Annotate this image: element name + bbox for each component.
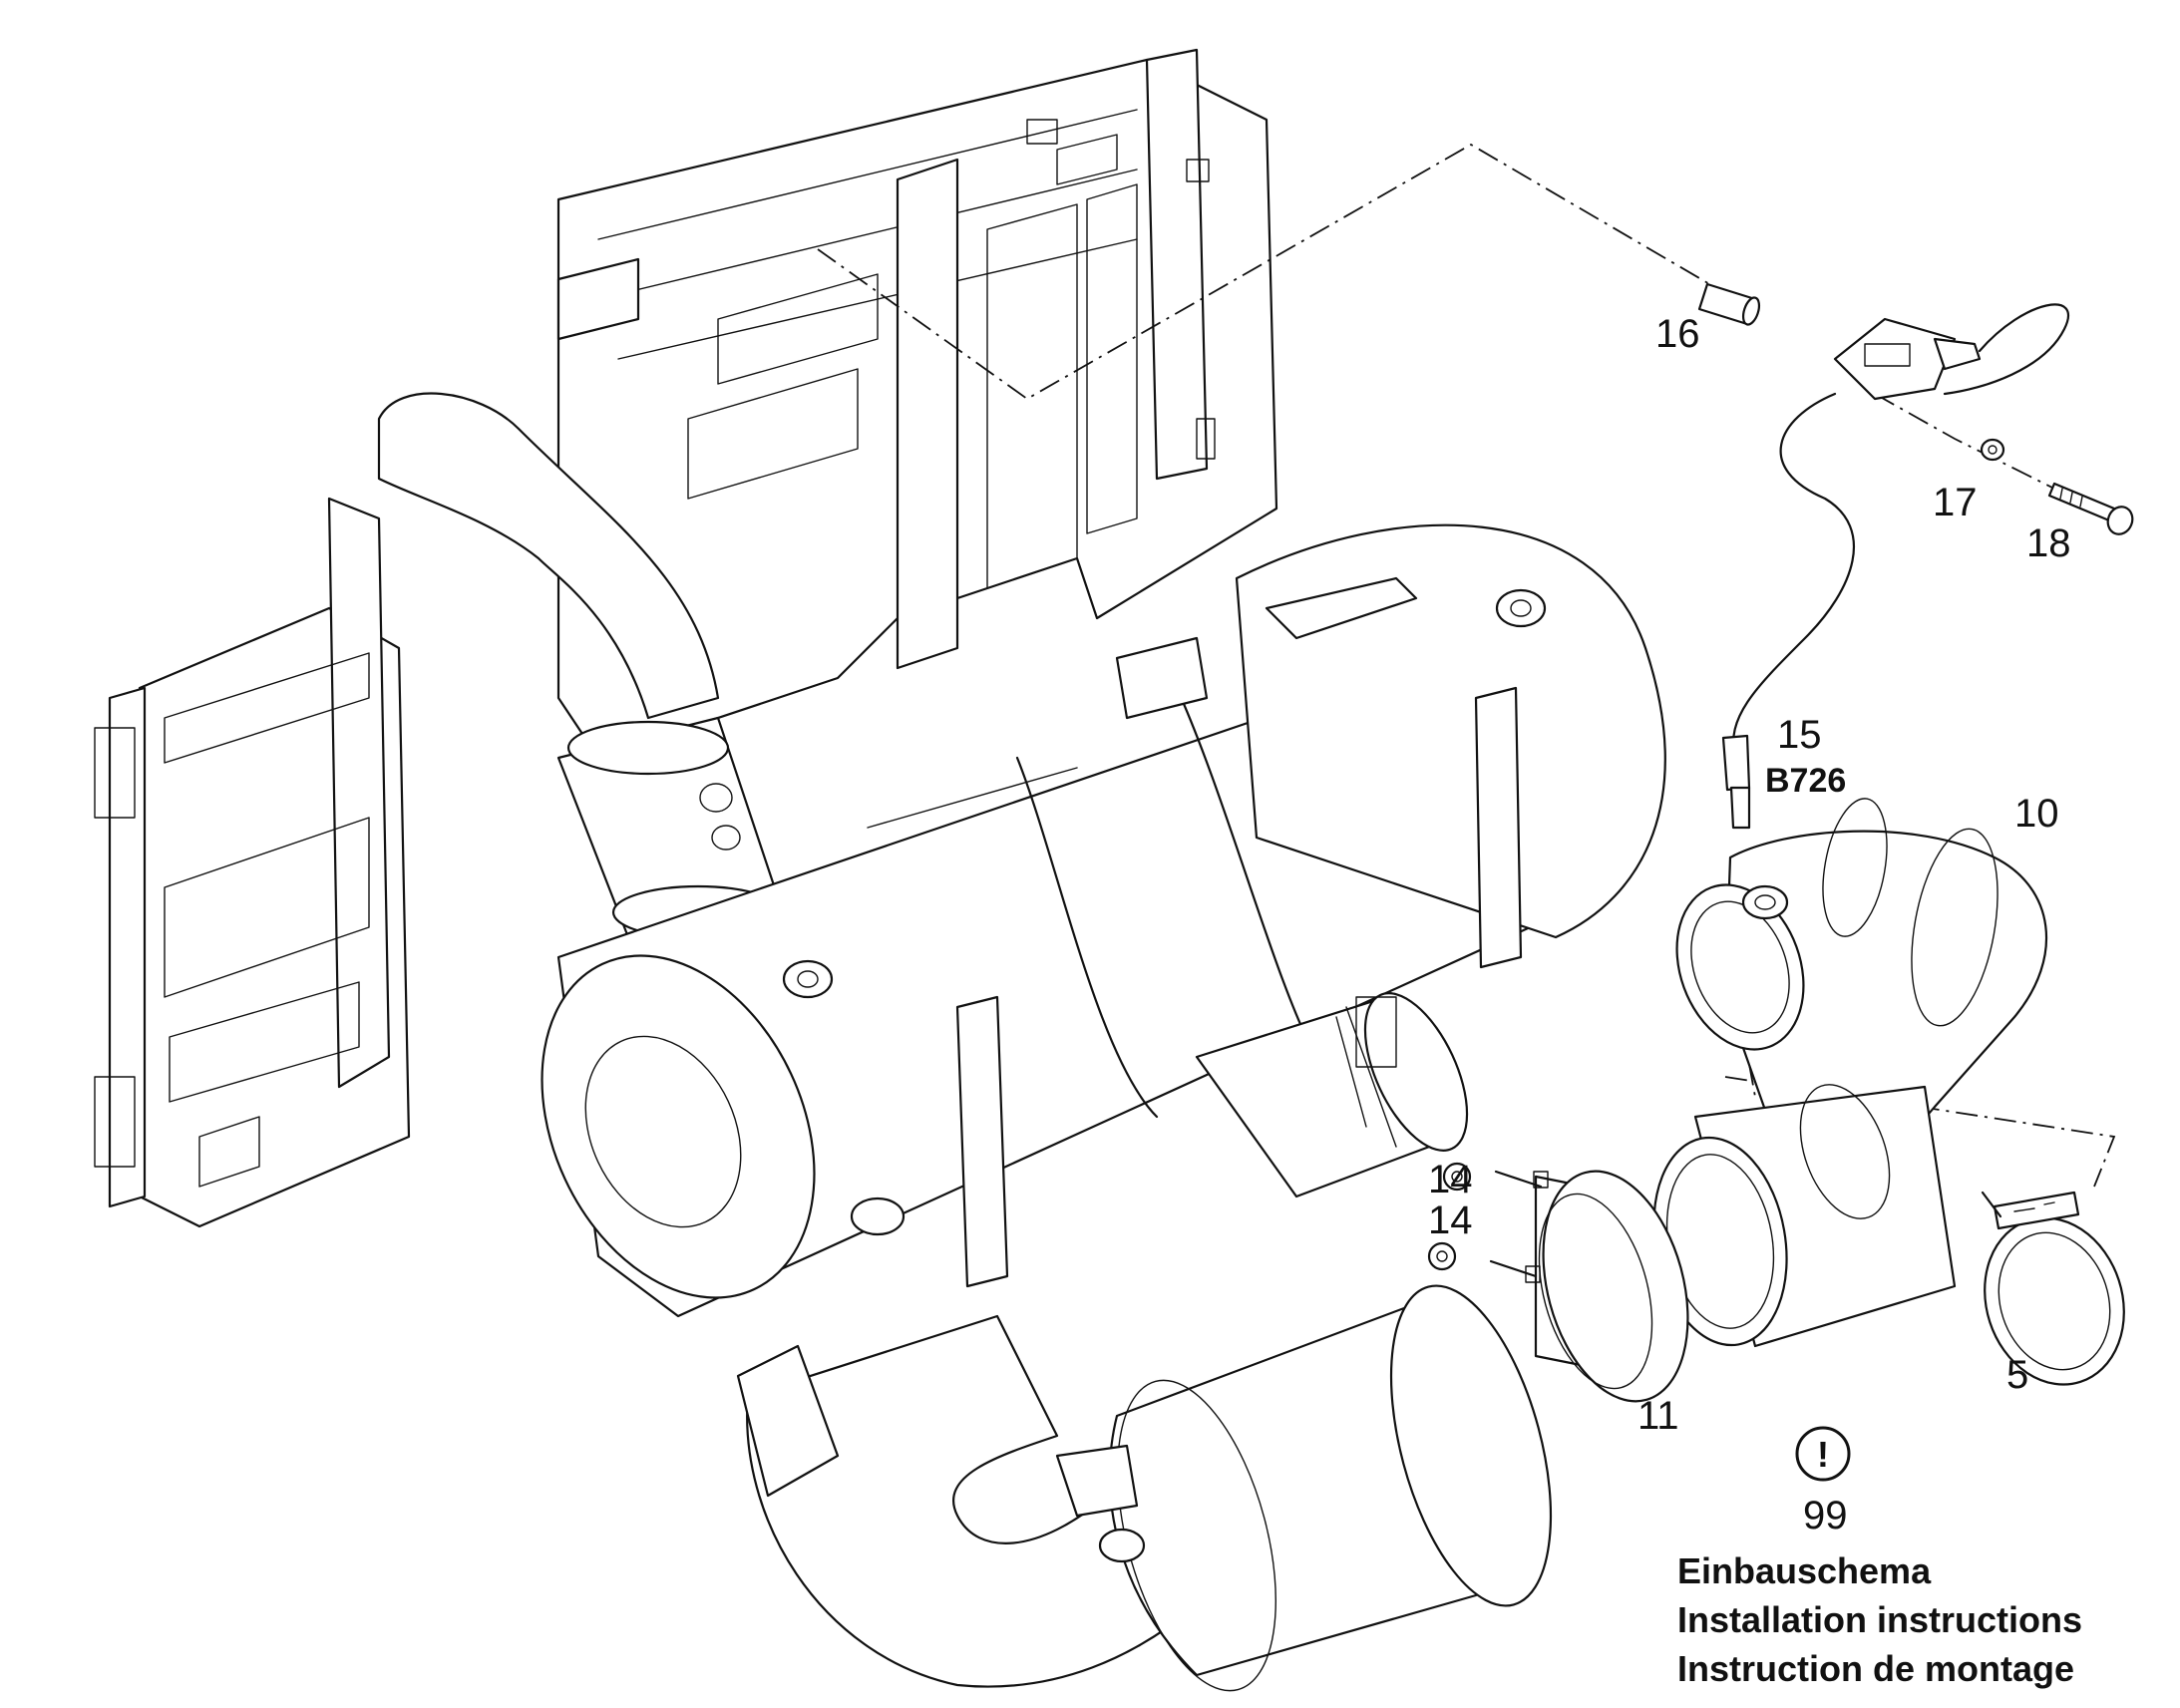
chassis-frame-left (94, 497, 411, 1228)
callout-11: 11 (1637, 1394, 1679, 1438)
part-11-flange (1489, 1170, 1689, 1403)
part-15-sensor (1721, 303, 2070, 830)
part-16-sleeve (1697, 282, 1761, 326)
callout-17: 17 (1933, 481, 1978, 524)
pipe-lower (1195, 992, 1469, 1198)
part-5-clamp (1981, 1191, 2125, 1386)
callout-16: 16 (1655, 312, 1700, 356)
note-line-fr: Instruction de montage (1677, 1648, 2074, 1689)
callout-labels: 16 17 18 15 B726 10 14 14 11 5 (1428, 312, 2071, 1438)
callout-14-upper: 14 (1428, 1158, 1473, 1201)
part-18-bolt (2047, 482, 2134, 535)
callout-14-lower: 14 (1428, 1198, 1473, 1242)
installation-note: ! 99 Einbauschema Installation instructi… (1677, 1426, 2082, 1689)
part-14-washers (1427, 1162, 1472, 1271)
callout-15: 15 (1777, 713, 1822, 757)
catalyst-u-bend (736, 1284, 1553, 1692)
callout-10: 10 (2014, 792, 2059, 836)
sensor-code-label: B726 (1765, 762, 1846, 800)
exclamation-circle-icon: ! (1795, 1426, 1851, 1482)
note-line-en: Installation instructions (1677, 1599, 2082, 1640)
inlet-pipe-upper (377, 392, 785, 940)
muffler-main (541, 523, 1666, 1318)
part-17-washer (1980, 438, 2005, 462)
callout-18: 18 (2026, 521, 2071, 565)
callout-5: 5 (2006, 1353, 2028, 1397)
part-10-elbow-pipe (1652, 798, 2047, 1348)
note-line-de: Einbauschema (1677, 1550, 1932, 1591)
chassis-frame-rear (556, 48, 1278, 760)
note-number: 99 (1803, 1494, 1848, 1537)
note-symbol: ! (1817, 1434, 1829, 1475)
